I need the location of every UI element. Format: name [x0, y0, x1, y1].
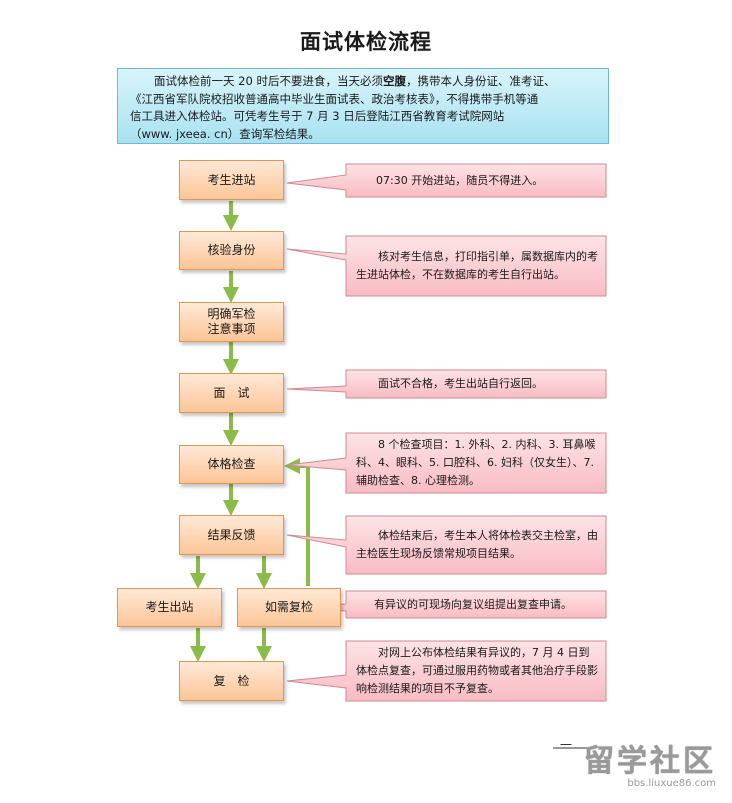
note-interview: 面试不合格，考生出站自行返回。	[346, 370, 606, 398]
step-feedback: 结果反馈	[179, 515, 284, 555]
step-need-recheck: 如需复检	[237, 588, 341, 627]
callout-interview	[286, 369, 607, 399]
step-interview-label: 面 试	[213, 385, 250, 400]
step-notice-line1: 明确军检	[207, 307, 256, 321]
note-verify: 核对考生信息，打印指引单，属数据库内的考生进站体检，不在数据库的考生自行出站。	[346, 236, 606, 296]
note-exam: 8 个检查项目：1. 外科、2. 内科、3. 耳鼻喉科、4、眼科、5. 口腔科、…	[346, 433, 606, 493]
step-enter: 考生进站	[179, 160, 284, 200]
intro-line2: 《江西省军队院校招收普通高中毕业生面试表、政治考核表》，不得携带手机等通	[130, 91, 539, 106]
watermark-logo: 留学社区	[584, 744, 716, 779]
intro-line3: 信工具进入体检站。可凭考生号于 7 月 3 日后登陆江西省教育考试院网站	[130, 109, 505, 123]
step-notice-line2: 注意事项	[207, 322, 256, 336]
note-recheck: 对网上公布体检结果有异议的，7 月 4 日到体检点复查，可通过服用药物或者其他治…	[346, 641, 606, 701]
note-recheck-text: 对网上公布体检结果有异议的，7 月 4 日到体检点复查，可通过服用药物或者其他治…	[356, 646, 598, 695]
callout-enter	[286, 163, 607, 198]
note-feedback: 体检结束后，考生本人将体检表交主检室，由主检医生现场反馈常规项目结果。	[346, 516, 606, 574]
step-notice: 明确军检注意事项	[179, 302, 284, 342]
step-exam-label: 体格检查	[207, 457, 256, 471]
note-need-recheck: 有异议的可现场向复议组提出复查申请。	[346, 591, 606, 618]
intro-line1-pre: 面试体检前一天 20 时后不要进食，当天必须	[154, 74, 383, 88]
intro-line1-bold: 空腹	[382, 74, 406, 88]
step-recheck: 复 检	[179, 661, 284, 701]
step-verify: 核验身份	[179, 231, 284, 270]
step-exit: 考生出站	[117, 588, 222, 627]
note-exam-text: 8 个检查项目：1. 外科、2. 内科、3. 耳鼻喉科、4、眼科、5. 口腔科、…	[356, 438, 596, 487]
callout-recheck	[286, 640, 607, 702]
step-feedback-label: 结果反馈	[207, 527, 256, 542]
step-recheck-label: 复 检	[213, 673, 250, 688]
note-verify-text: 核对考生信息，打印指引单，属数据库内的考生进站体检，不在数据库的考生自行出站。	[356, 250, 598, 281]
note-interview-text: 面试不合格，考生出站自行返回。	[378, 377, 543, 390]
arrow-needrecheck-exam	[284, 458, 310, 586]
callout-verify	[286, 235, 607, 297]
watermark: 留学社区 bbs.liuxue86.com	[584, 736, 716, 789]
intro-line4: （www. jxeea. cn）查询军检结果。	[130, 126, 320, 141]
intro-box: 面试体检前一天 20 时后不要进食，当天必须空腹，携带本人身份证、准考证、 《江…	[117, 68, 609, 144]
step-enter-label: 考生进站	[207, 172, 256, 187]
callout-exam	[286, 432, 607, 494]
step-need-recheck-label: 如需复检	[264, 600, 313, 614]
note-feedback-text: 体检结束后，考生本人将体检表交主检室，由主检医生现场反馈常规项目结果。	[356, 529, 598, 560]
step-verify-label: 核验身份	[207, 243, 256, 257]
watermark-url: bbs.liuxue86.com	[627, 778, 716, 789]
note-enter-text: 07:30 开始进站，随员不得进入。	[376, 173, 544, 187]
footer-page-mark: 一	[560, 738, 573, 752]
page-title: 面试体检流程	[300, 30, 432, 54]
intro-line1-post: ，携带本人身份证、准考证、	[405, 74, 556, 88]
callout-feedback	[286, 515, 607, 575]
note-need-recheck-text: 有异议的可现场向复议组提出复查申请。	[374, 597, 572, 611]
step-interview: 面 试	[179, 373, 284, 413]
step-exam: 体格检查	[179, 445, 284, 484]
step-exit-label: 考生出站	[145, 600, 194, 614]
callouts	[286, 163, 607, 702]
note-enter: 07:30 开始进站，随员不得进入。	[346, 164, 606, 197]
step-notice-label: 明确军检注意事项	[207, 307, 255, 337]
